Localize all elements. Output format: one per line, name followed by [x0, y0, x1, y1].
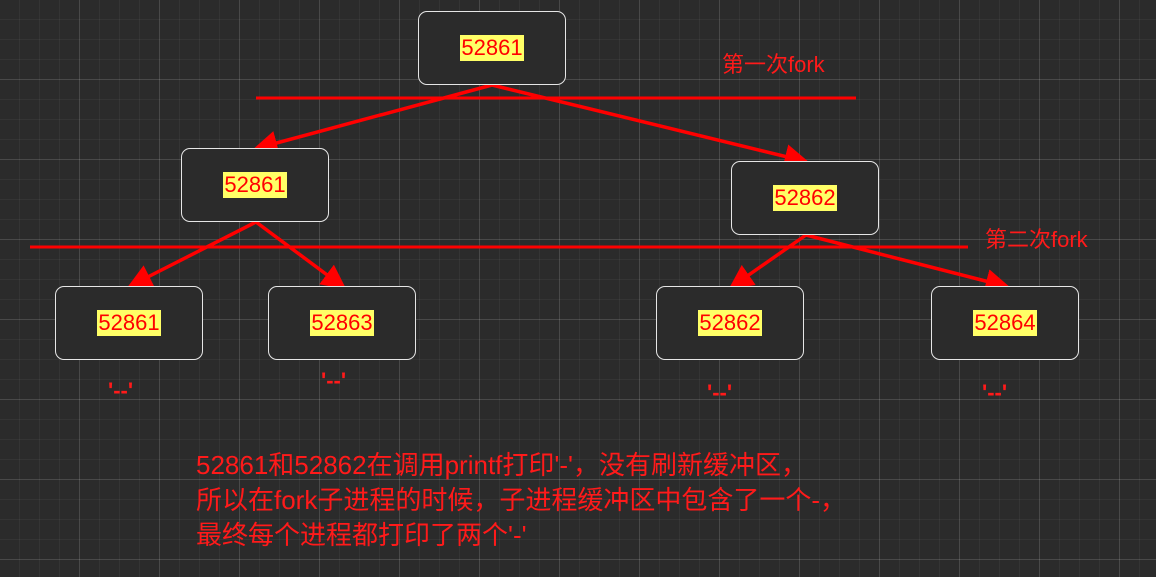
fork2-label: 第二次fork — [985, 227, 1088, 252]
explanation-note: 52861和52862在调用printf打印'-'，没有刷新缓冲区， 所以在fo… — [196, 448, 846, 553]
note-line-3: 最终每个进程都打印了两个'-' — [196, 520, 527, 550]
process-node-root: 52861 — [418, 11, 566, 85]
process-node-l2-b: 52863 — [268, 286, 416, 360]
arrow-root-to-right — [491, 83, 810, 169]
note-line-2: 所以在fork子进程的时候，子进程缓冲区中包含了一个-， — [196, 485, 847, 515]
process-node-l2-d: 52864 — [931, 286, 1079, 360]
arrow-right-to-c — [728, 233, 808, 290]
pid-label: 52863 — [310, 310, 374, 336]
output-c: '--' — [707, 380, 733, 405]
output-b: '--' — [321, 368, 347, 393]
pid-label: 52861 — [223, 172, 287, 198]
output-d: '--' — [982, 380, 1008, 405]
process-node-l2-c: 52862 — [656, 286, 804, 360]
pid-label: 52861 — [97, 310, 161, 336]
pid-label: 52862 — [698, 310, 762, 336]
arrow-root-to-left — [252, 83, 493, 155]
fork1-label: 第一次fork — [722, 52, 825, 77]
pid-label: 52864 — [973, 310, 1037, 336]
output-a: '--' — [108, 378, 134, 403]
process-node-l2-a: 52861 — [55, 286, 203, 360]
process-node-l1-left: 52861 — [181, 148, 329, 222]
pid-label: 52861 — [460, 35, 524, 61]
arrow-left-to-a — [127, 220, 257, 288]
process-node-l1-right: 52862 — [731, 161, 879, 235]
arrow-left-to-b — [254, 220, 347, 290]
arrow-right-to-d — [805, 233, 1011, 294]
pid-label: 52862 — [773, 185, 837, 211]
note-line-1: 52861和52862在调用printf打印'-'，没有刷新缓冲区， — [196, 450, 807, 480]
